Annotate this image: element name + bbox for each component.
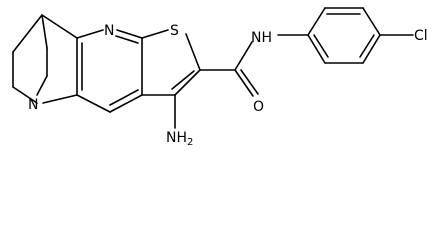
cage-bonds [12,14,78,104]
bond [76,94,111,113]
atom-s-thiophene: S [170,23,179,39]
pyridine-ring [76,29,143,113]
atom-n-pyridine: N [104,23,114,39]
bond [12,14,43,53]
bond [362,34,381,64]
atom-cl: Cl [414,28,428,44]
bond [359,34,375,58]
bond [116,29,143,39]
bond [307,7,326,36]
bond [141,29,169,39]
bond [42,94,78,104]
bond [115,35,139,44]
chlorophenyl-ring [277,7,414,64]
bond [171,70,195,90]
bond [76,29,104,39]
bond [307,34,326,64]
atom-labels: N N S NH O Cl NH2 [28,23,428,148]
bond [41,14,48,49]
atom-nh-amide: NH [251,30,272,46]
amino-label: NH [166,130,187,146]
bond [12,86,38,104]
bond [234,41,253,71]
bond [240,69,259,95]
bond [234,69,254,97]
bond [362,7,381,36]
substituent-bonds [174,41,259,129]
bond [313,34,329,58]
bond [41,14,78,39]
bond [109,89,139,106]
amino-subscript: 2 [187,137,193,148]
atom-n-bridgehead: N [28,97,38,113]
structure-diagram: N N S NH O Cl NH2 [12,7,428,148]
thiophene-ring [141,29,201,96]
bond [185,33,201,71]
bond [36,75,48,96]
atom-o-carbonyl: O [253,99,264,115]
bond [174,69,201,96]
atom-nh2-amino: NH2 [166,130,193,148]
bond [109,94,143,113]
